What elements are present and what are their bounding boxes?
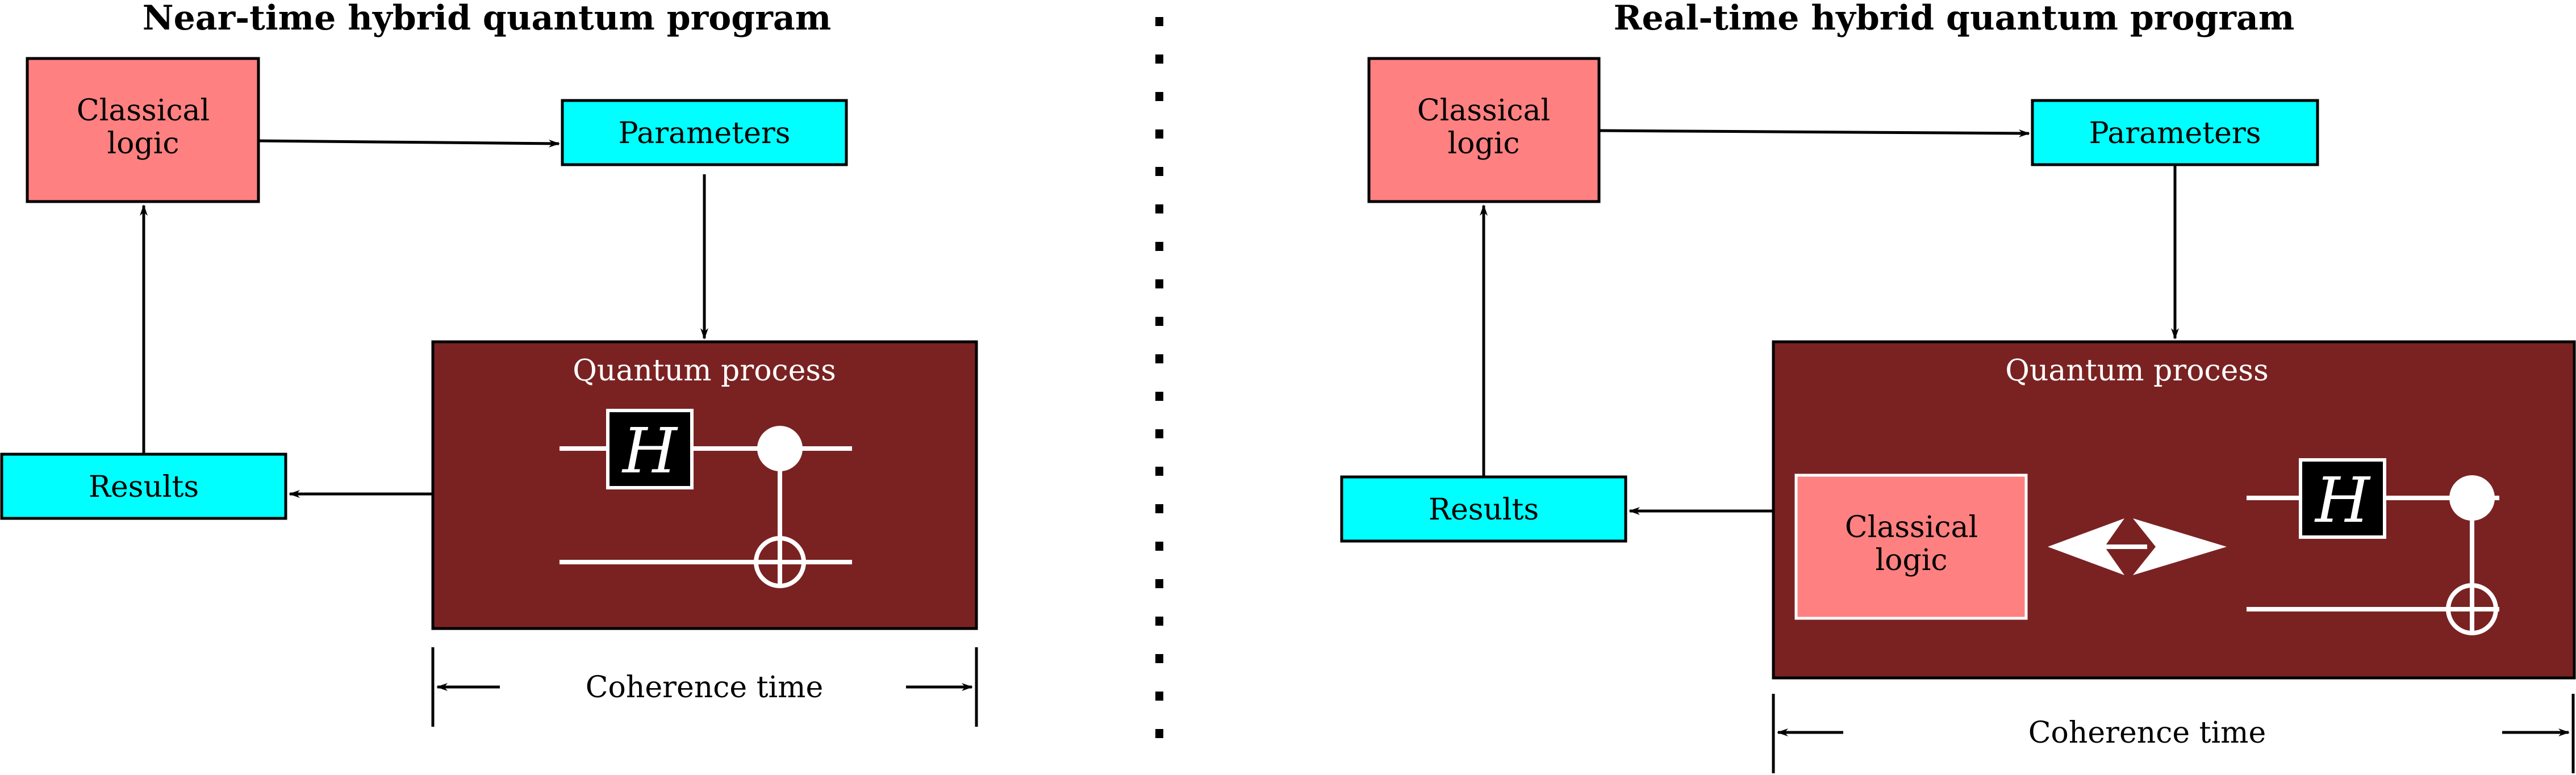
right-quantum-process-box: Quantum process Classical logic H [1772, 340, 2576, 680]
right-title: Real-time hybrid quantum program [1614, 0, 2295, 38]
divider-dot [1155, 729, 1163, 738]
divider-dot [1155, 17, 1163, 26]
right-results-box: Results [1340, 475, 1627, 543]
divider-dot [1155, 392, 1163, 401]
divider-dot [1155, 55, 1163, 64]
right-classical-label-1: Classical [1417, 94, 1550, 128]
divider-dot [1155, 279, 1163, 288]
left-title: Near-time hybrid quantum program [143, 0, 831, 38]
left-quantum-process-box: Quantum process H [431, 340, 978, 630]
right-parameters-label: Parameters [2089, 116, 2261, 150]
divider-dot [1155, 579, 1163, 588]
divider-dot [1155, 692, 1163, 701]
right-quantum-circuit: H [2247, 458, 2499, 635]
divider-dot [1155, 167, 1163, 176]
left-coherence-time: Coherence time [431, 647, 978, 727]
left-cnot-target [754, 536, 806, 588]
divider-dot [1155, 504, 1163, 513]
left-arrow-classical-to-params [258, 139, 560, 148]
left-hadamard-gate [606, 409, 694, 489]
divider-dot [1155, 467, 1163, 476]
right-results-label: Results [1429, 493, 1539, 527]
right-quantum-label: Quantum process [2005, 354, 2269, 388]
left-classical-logic-box: Classical logic [26, 57, 260, 203]
right-cnot-control-dot [2449, 475, 2495, 521]
left-coherence-label: Coherence time [586, 671, 824, 705]
divider-dot [1155, 242, 1163, 251]
panel-divider [1155, 17, 1163, 738]
right-classical-label-2: logic [1448, 127, 1520, 161]
left-hadamard-label: H [621, 414, 678, 487]
right-classical-logic-box: Classical logic [1367, 57, 1601, 203]
divider-dot [1155, 429, 1163, 438]
left-results-box: Results [0, 453, 287, 520]
right-coherence-time: Coherence time [1772, 694, 2575, 773]
right-cnot-target [2446, 583, 2498, 635]
right-arrow-classical-to-params [1598, 129, 2030, 137]
right-coherence-label: Coherence time [2028, 716, 2266, 750]
divider-dot [1155, 92, 1163, 101]
right-inner-classical-label-2: logic [1876, 543, 1948, 577]
right-inner-classical-logic-box: Classical logic [1794, 474, 2028, 620]
right-hadamard-label: H [2314, 464, 2371, 537]
divider-dot [1155, 654, 1163, 663]
left-quantum-circuit: H [560, 409, 852, 588]
right-parameters-box: Parameters [2031, 99, 2319, 166]
left-classical-label-1: Classical [77, 94, 210, 128]
right-inner-classical-label-1: Classical [1845, 510, 1978, 544]
divider-dot [1155, 617, 1163, 626]
right-panel: Real-time hybrid quantum program Classic… [1340, 0, 2576, 773]
divider-dot [1155, 354, 1163, 363]
divider-dot [1155, 317, 1163, 326]
divider-dot [1155, 204, 1163, 213]
left-panel: Near-time hybrid quantum program Classic… [0, 0, 978, 727]
left-results-label: Results [89, 470, 199, 504]
left-parameters-label: Parameters [619, 116, 791, 150]
left-parameters-box: Parameters [561, 99, 848, 166]
divider-dot [1155, 129, 1163, 139]
right-hadamard-gate [2299, 458, 2386, 539]
left-quantum-label: Quantum process [573, 354, 836, 388]
divider-dot [1155, 542, 1163, 551]
left-classical-label-2: logic [107, 127, 179, 161]
left-cnot-control-dot [757, 426, 803, 471]
right-bidirectional-arrow [2048, 518, 2227, 575]
